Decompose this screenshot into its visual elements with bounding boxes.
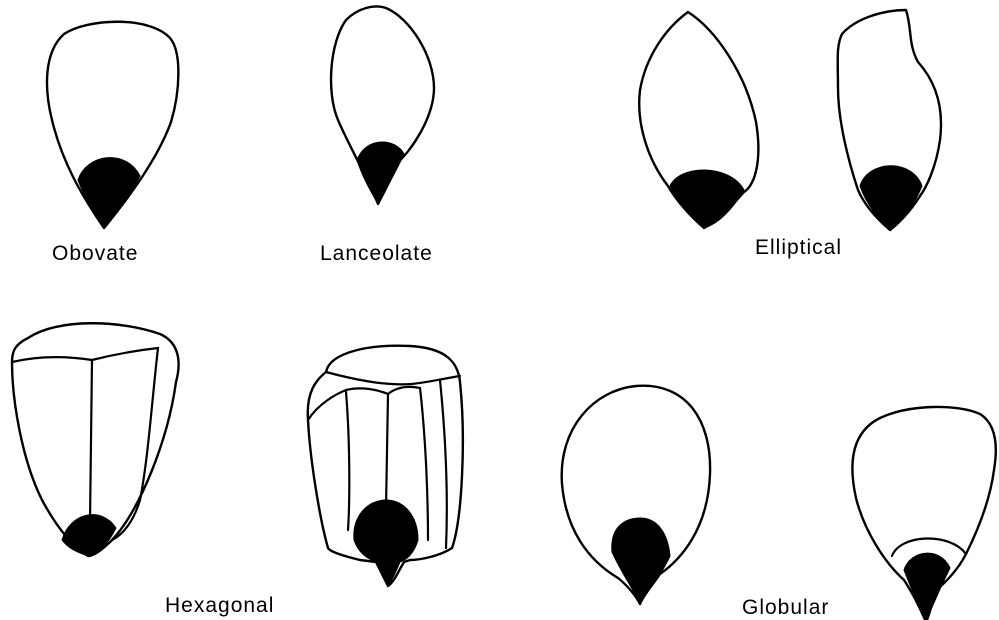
elliptical-label: Elliptical	[755, 237, 842, 258]
hexagonal-label: Hexagonal	[165, 595, 274, 616]
globular-kernel-1	[562, 386, 710, 604]
lanceolate-kernel	[331, 7, 434, 205]
obovate-kernel	[47, 22, 178, 228]
hexagonal-kernel-1	[12, 323, 179, 556]
globular-kernel-2	[852, 407, 995, 620]
lanceolate-label: Lanceolate	[320, 243, 433, 264]
globular-label: Globular	[742, 597, 829, 618]
obovate-label: Obovate	[52, 243, 138, 264]
elliptical-kernel-2	[838, 10, 941, 230]
hexagonal-kernel-2	[308, 346, 463, 586]
elliptical-kernel-1	[639, 12, 758, 228]
